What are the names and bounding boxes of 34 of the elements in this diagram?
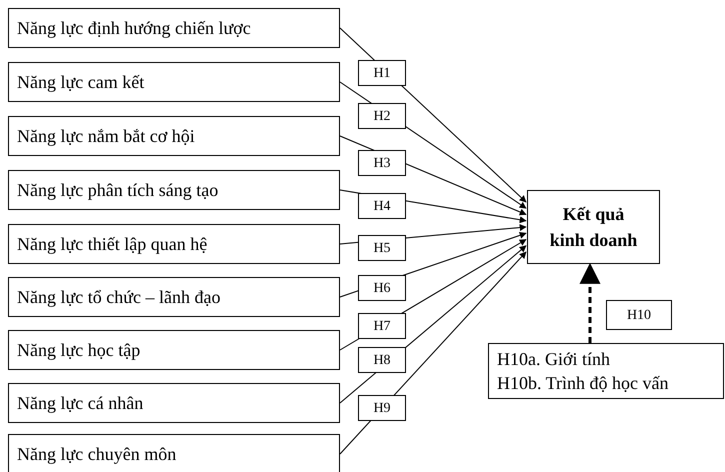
node-text: Năng lực định hướng chiến lược (17, 17, 252, 40)
edge-label: H10 (606, 300, 672, 330)
factor-box (8, 62, 340, 102)
dashed-arrow (580, 262, 600, 343)
factor-box (8, 383, 340, 423)
factor-box (8, 330, 340, 370)
factor-box (8, 277, 340, 317)
outcome-box (527, 190, 660, 264)
edge-label: H1 (358, 60, 406, 86)
moderator-box (488, 343, 724, 399)
edge-label: H2 (358, 103, 406, 129)
node-text: Năng lực học tập (17, 339, 142, 362)
factor-box (8, 224, 340, 264)
node-text: Năng lực cam kết (17, 71, 146, 94)
factor-box (8, 8, 340, 48)
node-text: Năng lực nắm bắt cơ hội (17, 125, 196, 148)
node-text: Năng lực tổ chức – lãnh đạo (17, 286, 222, 309)
factor-box (8, 116, 340, 156)
node-text: Năng lực chuyên môn (17, 443, 178, 466)
node-text: Năng lực phân tích sáng tạo (17, 179, 220, 202)
edge-label: H6 (358, 275, 406, 301)
factor-box (8, 170, 340, 210)
node-text: H10a. Giới tính (497, 348, 612, 371)
node-text: Năng lực cá nhân (17, 392, 144, 415)
factor-box (8, 434, 340, 472)
edge-label: H3 (358, 150, 406, 176)
edge-label: H8 (358, 347, 406, 373)
node-text: H10b. Trình độ học vấn (497, 372, 670, 395)
edge-label: H5 (358, 235, 406, 261)
node-text: Năng lực thiết lập quan hệ (17, 233, 208, 256)
edge-label: H9 (358, 395, 406, 421)
node-text: Kết quả kinh doanh (548, 203, 638, 252)
edge-label: H4 (358, 193, 406, 219)
edge-label: H7 (358, 313, 406, 339)
